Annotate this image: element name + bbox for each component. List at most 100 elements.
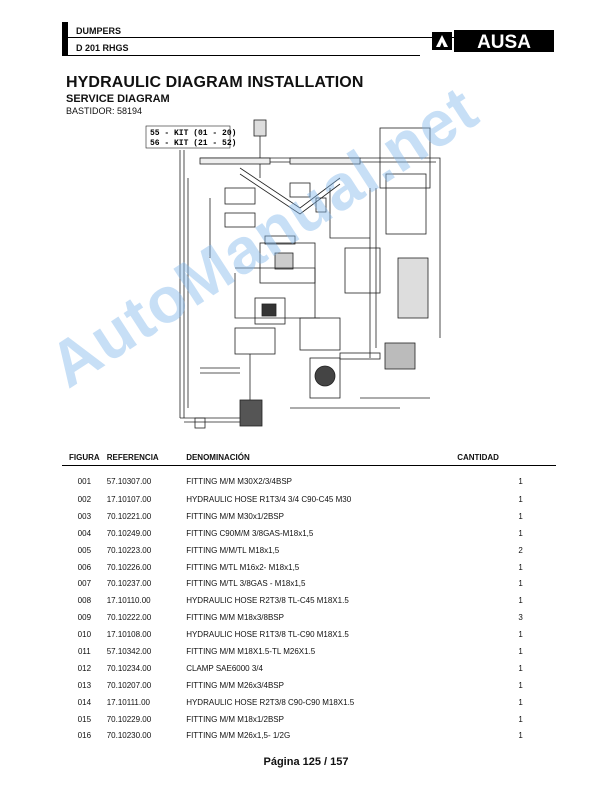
cell-referencia: 17.10111.00: [106, 697, 151, 707]
table-row: 003 70.10221.00 FITTING M/M M30x1/2BSP 1: [62, 508, 556, 525]
frame-number: BASTIDOR: 58194: [66, 106, 143, 116]
cell-denominacion: HYDRAULIC HOSE R1T3/8 TL-C90 M18X1.5: [186, 630, 349, 640]
cell-figura: 008: [77, 596, 92, 606]
cell-referencia: 70.10226.00: [106, 562, 152, 572]
col-header-cantidad: CANTIDAD: [457, 453, 499, 462]
table-row: 016 70.10230.00 FITTING M/M M26x1,5- 1/2G 1: [62, 727, 556, 744]
cell-denominacion: FITTING C90M/M 3/8GAS-M18x1,5: [186, 528, 314, 538]
parts-table-header: FIGURA REFERENCIA DENOMINACIÓN CANTIDAD: [62, 450, 556, 466]
header-model: D 201 RHGS: [76, 43, 129, 53]
cell-referencia: 70.10207.00: [106, 680, 152, 690]
logo-text: AUSA: [477, 32, 531, 52]
cell-cantidad: 1: [518, 680, 523, 690]
cell-cantidad: 1: [518, 562, 523, 572]
cell-cantidad: 1: [518, 579, 523, 589]
col-header-figura: FIGURA: [69, 453, 100, 462]
cell-figura: 003: [77, 511, 92, 521]
cell-denominacion: FITTING M/TL M16x2- M18x1,5: [186, 562, 300, 572]
page-subtitle: SERVICE DIAGRAM: [66, 93, 170, 105]
cell-cantidad: 1: [518, 511, 523, 521]
table-row: 006 70.10226.00 FITTING M/TL M16x2- M18x1,…: [62, 559, 556, 576]
cell-referencia: 70.10221.00: [106, 511, 152, 521]
cell-cantidad: 1: [518, 714, 523, 724]
cell-referencia: 57.10342.00: [106, 646, 152, 656]
table-row: 012 70.10234.00 CLAMP SAE6000 3/4 1: [62, 660, 556, 677]
cell-cantidad: 1: [518, 646, 523, 656]
cell-figura: 006: [77, 562, 92, 572]
cell-cantidad: 1: [518, 528, 523, 538]
cell-figura: 014: [77, 697, 92, 707]
cell-cantidad: 1: [518, 477, 523, 486]
cell-figura: 007: [77, 579, 92, 589]
table-row: 005 70.10223.00 FITTING M/M/TL M18x1,5 2: [62, 542, 556, 559]
cell-denominacion: FITTING M/M M18x1/2BSP: [186, 714, 284, 724]
col-header-denominacion: DENOMINACIÓN: [186, 453, 250, 462]
table-row: 002 17.10107.00 HYDRAULIC HOSE R1T3/4 3/4 …: [62, 491, 556, 508]
table-row: 014 17.10111.00 HYDRAULIC HOSE R2T3/8 C90-…: [62, 694, 556, 711]
cell-referencia: 17.10107.00: [106, 494, 152, 504]
cell-cantidad: 1: [518, 697, 523, 707]
col-header-referencia: REFERENCIA: [106, 453, 159, 462]
cell-figura: 012: [77, 663, 92, 673]
cell-figura: 011: [77, 646, 91, 656]
cell-cantidad: 1: [518, 630, 523, 640]
cell-denominacion: FITTING M/M M18X1.5-TL M26X1.5: [186, 646, 316, 656]
cell-cantidad: 1: [518, 663, 523, 673]
parts-table: FIGURA REFERENCIA DENOMINACIÓN CANTIDAD …: [62, 450, 556, 744]
cell-figura: 015: [77, 714, 92, 724]
table-row: 007 70.10237.00 FITTING M/TL 3/8GAS - M18x…: [62, 575, 556, 592]
cell-cantidad: 1: [518, 596, 523, 606]
cell-figura: 004: [77, 528, 92, 538]
cell-figura: 001: [77, 477, 92, 486]
cell-figura: 009: [77, 613, 92, 623]
cell-denominacion: HYDRAULIC HOSE R2T3/8 TL-C45 M18X1.5: [186, 596, 349, 606]
cell-figura: 005: [77, 545, 92, 555]
cell-denominacion: FITTING M/M M30X2/3/4BSP: [186, 477, 292, 486]
ausa-logo: AUSA: [432, 30, 554, 52]
table-row: 001 57.10307.00 FITTING M/M M30X2/3/4BSP 1: [62, 466, 556, 492]
header-accent-bar: [62, 22, 68, 56]
header-divider: [62, 37, 552, 38]
table-row: 013 70.10207.00 FITTING M/M M26x3/4BSP 1: [62, 677, 556, 694]
cell-referencia: 17.10110.00: [106, 596, 151, 606]
cell-denominacion: CLAMP SAE6000 3/4: [186, 663, 263, 673]
cell-referencia: 70.10237.00: [106, 579, 152, 589]
cell-referencia: 70.10234.00: [106, 663, 152, 673]
header-product-line: DUMPERS: [76, 26, 122, 36]
cell-referencia: 70.10230.00: [106, 731, 152, 741]
page-title: HYDRAULIC DIAGRAM INSTALLATION: [66, 74, 364, 91]
cell-cantidad: 1: [518, 731, 523, 741]
cell-denominacion: FITTING M/M M26x1,5- 1/2G: [186, 731, 291, 741]
cell-figura: 010: [77, 630, 92, 640]
cell-denominacion: HYDRAULIC HOSE R2T3/8 C90-C90 M18X1.5: [186, 697, 355, 707]
table-row: 010 17.10108.00 HYDRAULIC HOSE R1T3/8 TL-C…: [62, 626, 556, 643]
hydraulic-diagram: 55 - KIT (01 - 20) 56 - KIT (21 - 52): [145, 119, 441, 429]
table-row: 008 17.10110.00 HYDRAULIC HOSE R2T3/8 TL-C…: [62, 592, 556, 609]
page-number: Página 125 / 157: [263, 756, 349, 768]
cell-denominacion: HYDRAULIC HOSE R1T3/4 3/4 C90-C45 M30: [186, 494, 352, 504]
cell-denominacion: FITTING M/M M18x3/8BSP: [186, 613, 284, 623]
table-row: 009 70.10222.00 FITTING M/M M18x3/8BSP 3: [62, 609, 556, 626]
cell-cantidad: 2: [518, 545, 523, 555]
kit-label-2: 56 - KIT (21 - 52): [150, 139, 236, 148]
cell-figura: 016: [77, 731, 92, 741]
cell-figura: 013: [77, 680, 92, 690]
header-divider-lower: [68, 55, 420, 56]
cell-denominacion: FITTING M/M/TL M18x1,5: [186, 545, 280, 555]
table-row: 011 57.10342.00 FITTING M/M M18X1.5-TL M26…: [62, 643, 556, 660]
cell-referencia: 17.10108.00: [106, 630, 152, 640]
kit-label-1: 55 - KIT (01 - 20): [150, 129, 236, 138]
cell-denominacion: FITTING M/M M30x1/2BSP: [186, 511, 284, 521]
cell-referencia: 57.10307.00: [106, 477, 152, 486]
cell-referencia: 70.10223.00: [106, 545, 152, 555]
cell-denominacion: FITTING M/TL 3/8GAS - M18x1,5: [186, 579, 306, 589]
cell-referencia: 70.10222.00: [106, 613, 152, 623]
cell-denominacion: FITTING M/M M26x3/4BSP: [186, 680, 284, 690]
cell-figura: 002: [77, 494, 92, 504]
cell-referencia: 70.10249.00: [106, 528, 152, 538]
cell-cantidad: 1: [518, 494, 523, 504]
table-row: 004 70.10249.00 FITTING C90M/M 3/8GAS-M18x…: [62, 525, 556, 542]
cell-cantidad: 3: [518, 613, 523, 623]
